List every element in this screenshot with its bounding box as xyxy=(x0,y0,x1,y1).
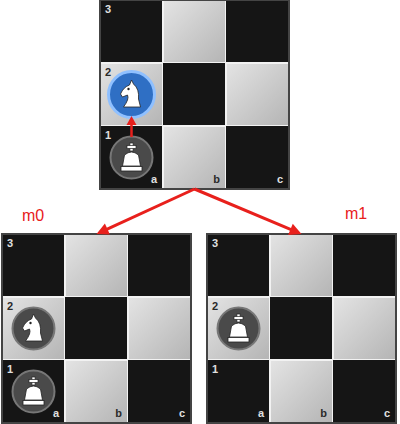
move-arrow xyxy=(97,189,195,234)
rank-number: 1 xyxy=(105,129,111,141)
move-arrow xyxy=(195,189,302,235)
move-label: m0 xyxy=(22,207,44,225)
rank-number: 2 xyxy=(212,300,218,312)
king-piece xyxy=(218,308,260,350)
file-letter: a xyxy=(53,407,59,419)
king-piece xyxy=(111,137,153,179)
board-squares xyxy=(207,234,396,423)
file-letter: b xyxy=(213,173,220,185)
rank-number: 3 xyxy=(105,3,111,15)
move-arrow-small xyxy=(127,116,137,137)
king-piece xyxy=(13,371,55,413)
board-squares xyxy=(2,234,191,423)
rank-number: 3 xyxy=(7,237,13,249)
file-letter: c xyxy=(179,407,185,419)
file-letter: c xyxy=(384,407,390,419)
rank-number: 3 xyxy=(212,237,218,249)
chess-board: m1321abc xyxy=(207,234,396,423)
knight-piece xyxy=(13,308,55,350)
rank-number: 2 xyxy=(105,66,111,78)
knight-piece xyxy=(109,72,155,118)
move-label: m1 xyxy=(345,205,367,223)
rank-number: 2 xyxy=(7,300,13,312)
file-letter: a xyxy=(151,173,157,185)
chess-board: 3 2 1 a b c xyxy=(100,0,289,189)
file-letter: c xyxy=(277,173,283,185)
rank-number: 1 xyxy=(7,363,13,375)
chess-board: m0321abc xyxy=(2,234,191,423)
file-letter: a xyxy=(258,407,264,419)
file-letter: b xyxy=(320,407,327,419)
board-squares xyxy=(100,0,289,189)
file-letter: b xyxy=(115,407,122,419)
rank-number: 1 xyxy=(212,363,218,375)
